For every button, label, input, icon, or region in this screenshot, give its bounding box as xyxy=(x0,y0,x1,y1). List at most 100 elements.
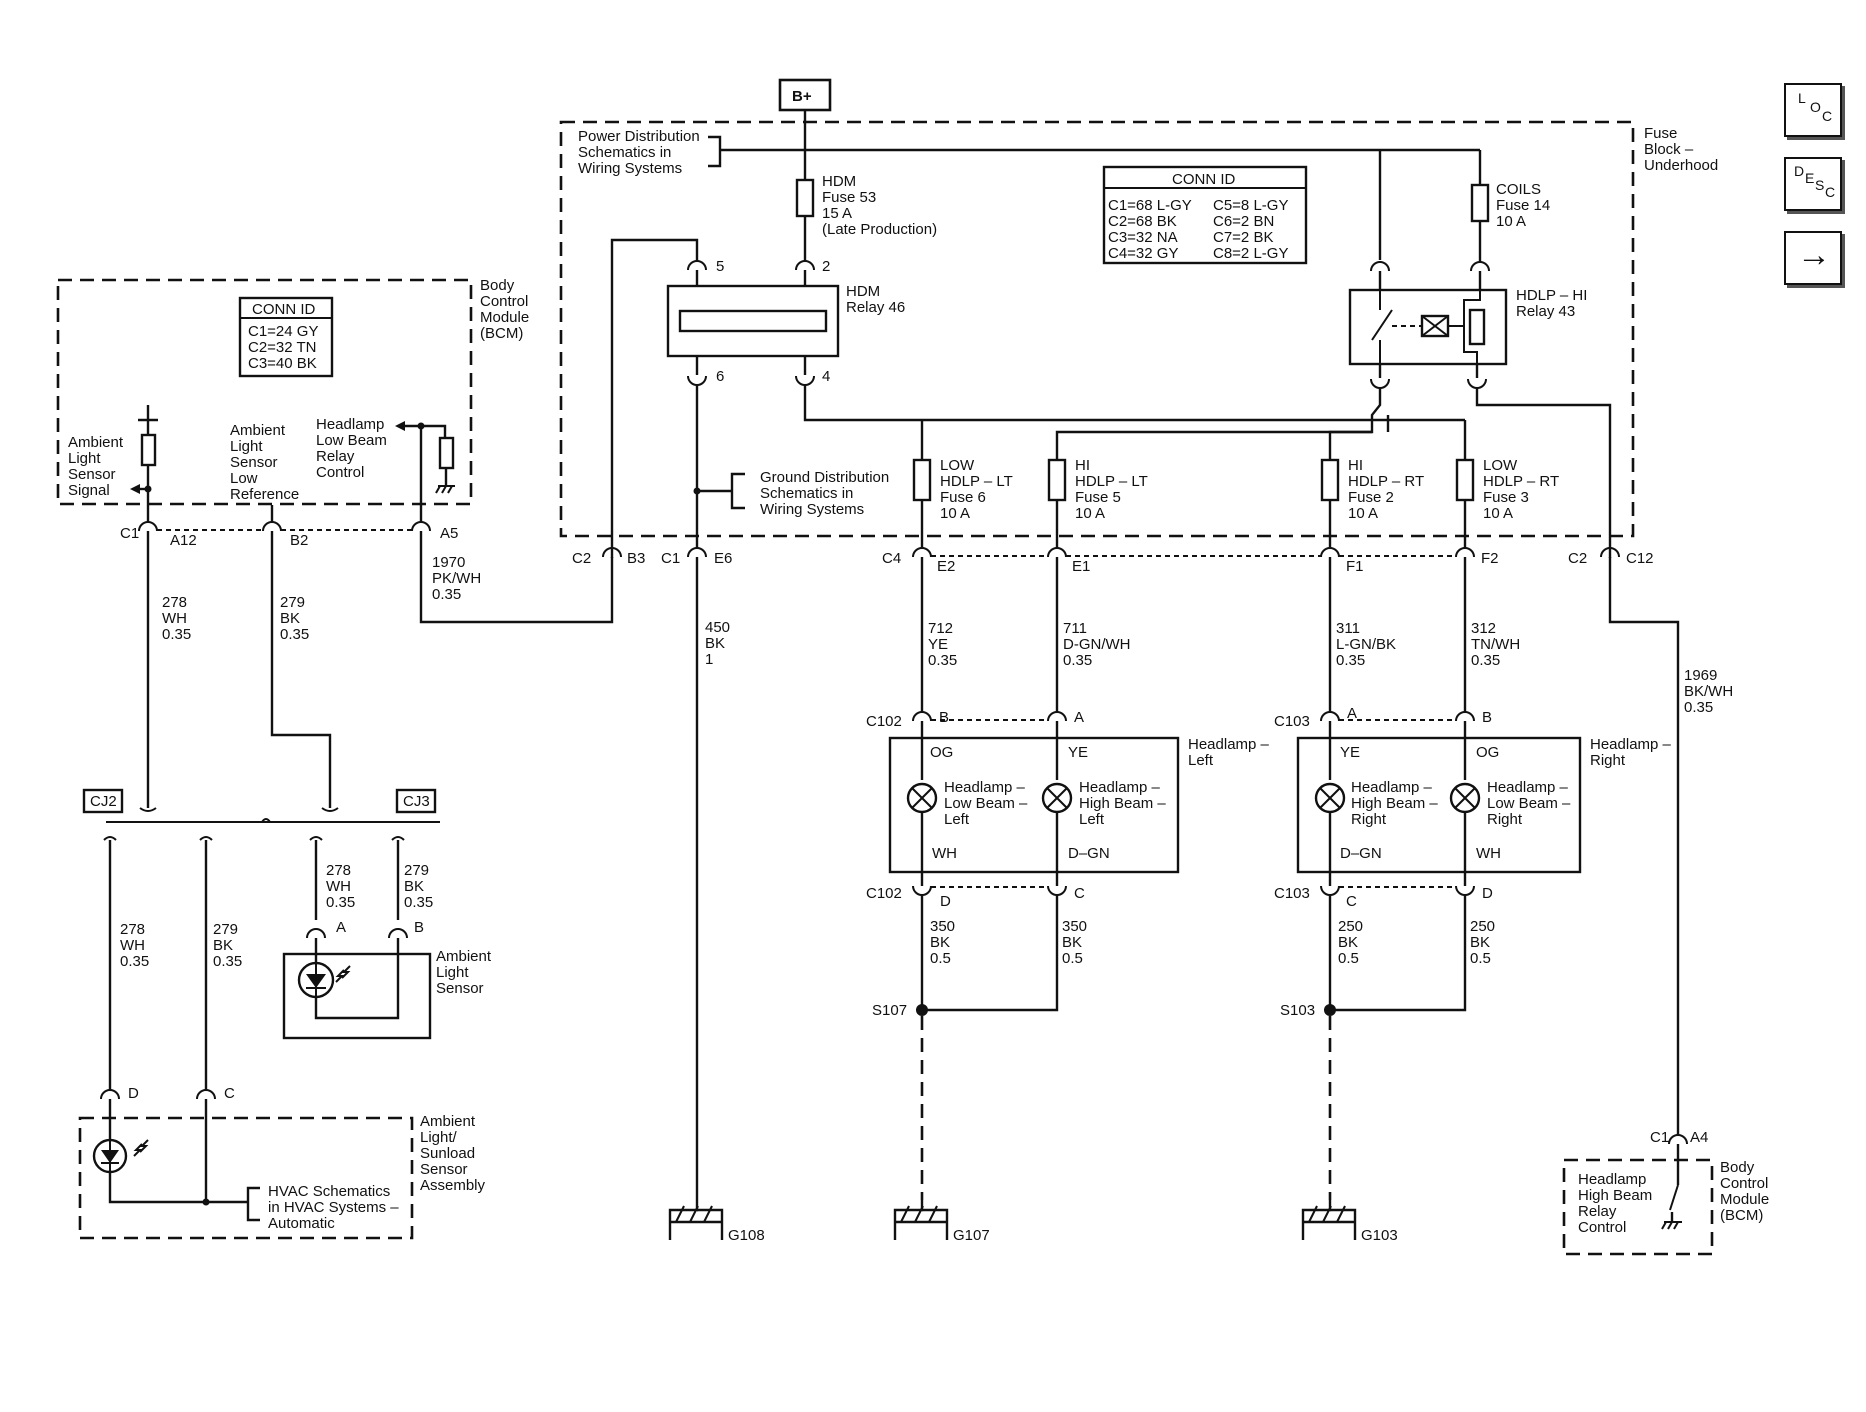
arrow-right-icon: → xyxy=(1797,236,1831,274)
svg-text:Ambient: Ambient xyxy=(436,948,492,965)
svg-text:Fuse: Fuse xyxy=(1644,125,1677,142)
left-og: OG xyxy=(930,744,953,761)
wire-279-c: 279 BK 0.35 xyxy=(404,862,433,911)
conn-c1-e6-p: E6 xyxy=(714,550,732,567)
g108-label: G108 xyxy=(728,1227,765,1244)
svg-text:312: 312 xyxy=(1471,620,1496,637)
svg-text:Control: Control xyxy=(1720,1175,1768,1192)
svg-text:Light: Light xyxy=(436,964,469,981)
svg-text:BK: BK xyxy=(1062,934,1082,951)
wire-279-a: 279 BK 0.35 xyxy=(280,594,309,643)
next-page-button[interactable]: → xyxy=(1784,231,1842,285)
bcm-outline xyxy=(56,278,473,506)
right-pin-c: C xyxy=(1346,893,1357,910)
sunload-pin-d: D xyxy=(128,1085,139,1102)
svg-text:15 A: 15 A xyxy=(822,205,852,222)
svg-text:Ambient: Ambient xyxy=(230,422,286,439)
wire-312: 312 TN/WH 0.35 xyxy=(1471,620,1520,669)
wire-311: 311 L-GN/BK 0.35 xyxy=(1336,620,1396,669)
bcm-pin-a12: A12 xyxy=(170,532,197,549)
svg-text:PK/WH: PK/WH xyxy=(432,570,481,587)
svg-text:C3=32 NA: C3=32 NA xyxy=(1108,229,1178,246)
svg-text:Relay 46: Relay 46 xyxy=(846,299,905,316)
loc-letter-l: L xyxy=(1798,90,1806,106)
loc-button[interactable]: L O C xyxy=(1784,83,1842,137)
svg-text:CONN ID: CONN ID xyxy=(1172,171,1236,188)
ambient-sensor-label: Ambient Light Sensor xyxy=(436,948,492,997)
svg-text:Light: Light xyxy=(68,450,101,467)
svg-text:HVAC Schematics: HVAC Schematics xyxy=(268,1183,390,1200)
ambient-low-ref-label: Ambient Light Sensor Low Reference xyxy=(230,422,299,503)
svg-text:Wiring Systems: Wiring Systems xyxy=(760,501,864,518)
svg-text:HDLP – LT: HDLP – LT xyxy=(1075,473,1148,490)
svg-text:C2=68 BK: C2=68 BK xyxy=(1108,213,1177,230)
svg-text:Low Beam: Low Beam xyxy=(316,432,387,449)
svg-text:Left: Left xyxy=(1079,811,1105,828)
fuse-53 xyxy=(795,178,815,218)
svg-text:HDLP – RT: HDLP – RT xyxy=(1483,473,1559,490)
desc-letter-d: D xyxy=(1794,163,1805,179)
wire-711: 711 D-GN/WH 0.35 xyxy=(1063,620,1131,669)
hdm-fuse-label: HDM Fuse 53 15 A (Late Production) xyxy=(822,173,937,238)
desc-button[interactable]: D E S C xyxy=(1784,157,1842,211)
svg-text:Left: Left xyxy=(1188,752,1214,769)
svg-text:Relay: Relay xyxy=(1578,1203,1617,1220)
svg-text:0.35: 0.35 xyxy=(404,894,433,911)
splice-s103 xyxy=(1324,1004,1336,1016)
sensor-pin-a: A xyxy=(336,919,346,936)
bcm-pin-b2: B2 xyxy=(290,532,308,549)
wire-1970: 1970 PK/WH 0.35 xyxy=(432,554,481,603)
fuse-14 xyxy=(1470,183,1490,223)
conn-c2-b3-c: C2 xyxy=(572,550,591,567)
fuse-block-outline xyxy=(559,120,1635,538)
relay-pin-4: 4 xyxy=(822,368,830,385)
svg-text:Light: Light xyxy=(230,438,263,455)
svg-text:Control: Control xyxy=(316,464,364,481)
svg-text:Sensor: Sensor xyxy=(68,466,116,483)
svg-text:HDLP – HI: HDLP – HI xyxy=(1516,287,1587,304)
svg-text:BK: BK xyxy=(404,878,424,895)
right-high-beam-bulb-icon xyxy=(1314,782,1346,814)
fuse-5-label: HI HDLP – LT Fuse 5 10 A xyxy=(1075,457,1148,522)
desc-letter-s: S xyxy=(1815,177,1825,193)
svg-text:0.5: 0.5 xyxy=(930,950,951,967)
left-high-beam-bulb-icon xyxy=(1041,782,1073,814)
bcm2-outline xyxy=(1562,1158,1714,1256)
left-pin-c: C xyxy=(1074,885,1085,902)
svg-text:Control: Control xyxy=(1578,1219,1626,1236)
svg-text:HDLP – LT: HDLP – LT xyxy=(940,473,1013,490)
svg-text:TN/WH: TN/WH xyxy=(1471,636,1520,653)
svg-text:Headlamp –: Headlamp – xyxy=(1590,736,1672,753)
c102-bottom: C102 xyxy=(866,885,902,902)
svg-text:Headlamp –: Headlamp – xyxy=(944,779,1026,796)
left-low-beam-bulb-icon xyxy=(906,782,938,814)
svg-text:BK: BK xyxy=(1338,934,1358,951)
right-low-beam-bulb-icon xyxy=(1449,782,1481,814)
relay-pin-2: 2 xyxy=(822,258,830,275)
hdm-relay-46: HDM Relay 46 xyxy=(666,283,905,358)
right-og: OG xyxy=(1476,744,1499,761)
svg-text:C1=68 L-GY: C1=68 L-GY xyxy=(1108,197,1192,214)
svg-text:0.5: 0.5 xyxy=(1470,950,1491,967)
ground-distribution-ref: Ground Distribution Schematics in Wiring… xyxy=(760,469,889,518)
ground-g107-icon xyxy=(893,1200,949,1240)
left-wh: WH xyxy=(932,845,957,862)
svg-text:C7=2 BK: C7=2 BK xyxy=(1213,229,1273,246)
svg-text:Light/: Light/ xyxy=(420,1129,458,1146)
svg-text:311: 311 xyxy=(1336,620,1360,637)
svg-text:0.35: 0.35 xyxy=(326,894,355,911)
svg-text:Fuse 2: Fuse 2 xyxy=(1348,489,1394,506)
conn-c1-e6-c: C1 xyxy=(661,550,680,567)
svg-text:Fuse 14: Fuse 14 xyxy=(1496,197,1550,214)
fuse-3-label: LOW HDLP – RT Fuse 3 10 A xyxy=(1483,457,1559,522)
svg-text:350: 350 xyxy=(1062,918,1087,935)
svg-text:712: 712 xyxy=(928,620,953,637)
c102-top: C102 xyxy=(866,713,902,730)
svg-text:10 A: 10 A xyxy=(940,505,970,522)
svg-text:0.35: 0.35 xyxy=(213,953,242,970)
svg-text:BK: BK xyxy=(213,937,233,954)
bcm-conn-id-table: CONN ID C1=24 GY C2=32 TN C3=40 BK xyxy=(238,296,334,378)
svg-text:YE: YE xyxy=(928,636,948,653)
right-ye: YE xyxy=(1340,744,1360,761)
svg-text:279: 279 xyxy=(404,862,429,879)
